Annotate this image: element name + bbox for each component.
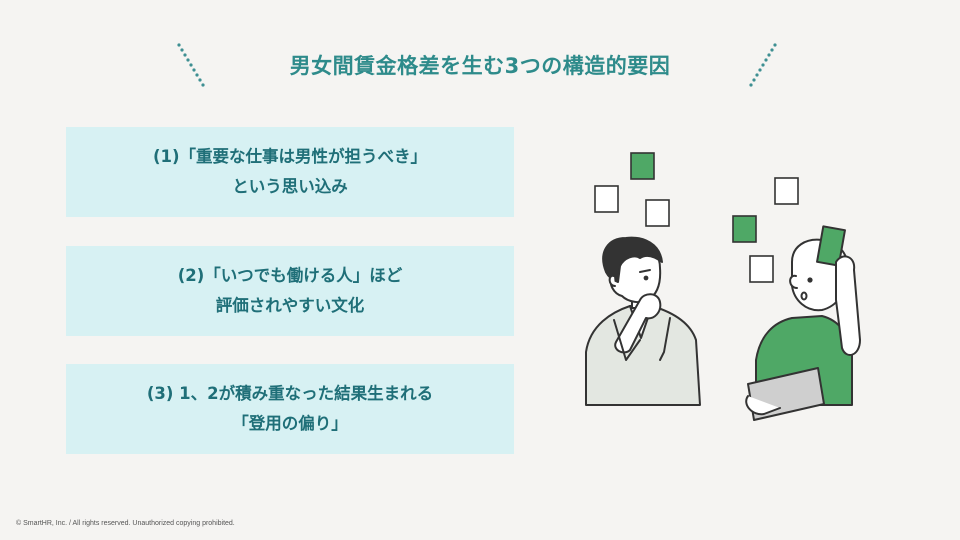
factor-card-2: (2)「いつでも働ける人」ほど 評価されやすい文化 <box>66 246 514 336</box>
factor-card-line: という思い込み <box>232 177 348 196</box>
factor-card-line: (1)「重要な仕事は男性が担うべき」 <box>152 147 428 166</box>
factor-card-line: 「登用の偏り」 <box>232 414 348 433</box>
two-people-thinking-illustration <box>585 152 861 421</box>
factor-card-line: (2)「いつでも働ける人」ほど <box>177 266 403 285</box>
page-title: 男女間賃金格差を生む3つの構造的要因 <box>289 54 671 78</box>
factor-card-1: (1)「重要な仕事は男性が担うべき」 という思い込み <box>66 127 514 217</box>
thinking-man-illustration <box>585 236 701 406</box>
factor-card-3: (3) 1、2が積み重なった結果生まれる 「登用の偏り」 <box>66 364 514 454</box>
factor-card-line: 評価されやすい文化 <box>215 296 365 315</box>
factor-card-line: (3) 1、2が積み重なった結果生まれる <box>146 384 434 403</box>
person-with-tablet-illustration <box>745 225 861 421</box>
sticky-note-icon <box>594 152 799 283</box>
dotted-slash-decoration-icon <box>177 43 205 87</box>
copyright-notice: © SmartHR, Inc. / All rights reserved. U… <box>16 520 235 527</box>
dotted-slash-decoration-icon <box>749 43 777 87</box>
